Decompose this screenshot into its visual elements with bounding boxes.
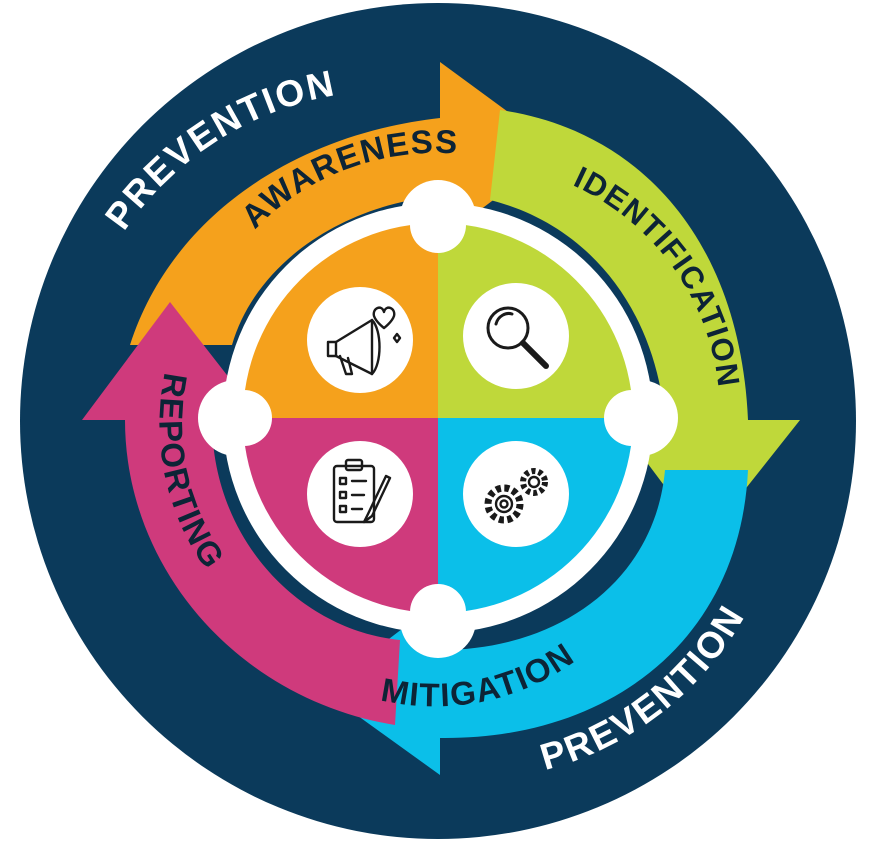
mitigation-arrow <box>322 470 748 775</box>
megaphone-icon <box>307 287 413 393</box>
magnifier-icon <box>463 283 569 389</box>
puzzle-bite-bottom <box>410 584 466 640</box>
puzzle-bite-left <box>216 390 272 446</box>
reporting-arrow <box>82 302 400 725</box>
puzzle-bite-right <box>604 390 660 446</box>
gears-icon <box>463 441 569 547</box>
puzzle-bite-top <box>410 197 466 253</box>
clipboard-checklist-icon <box>307 441 413 547</box>
identification-arrow <box>490 110 800 540</box>
awareness-arrow <box>130 62 560 345</box>
